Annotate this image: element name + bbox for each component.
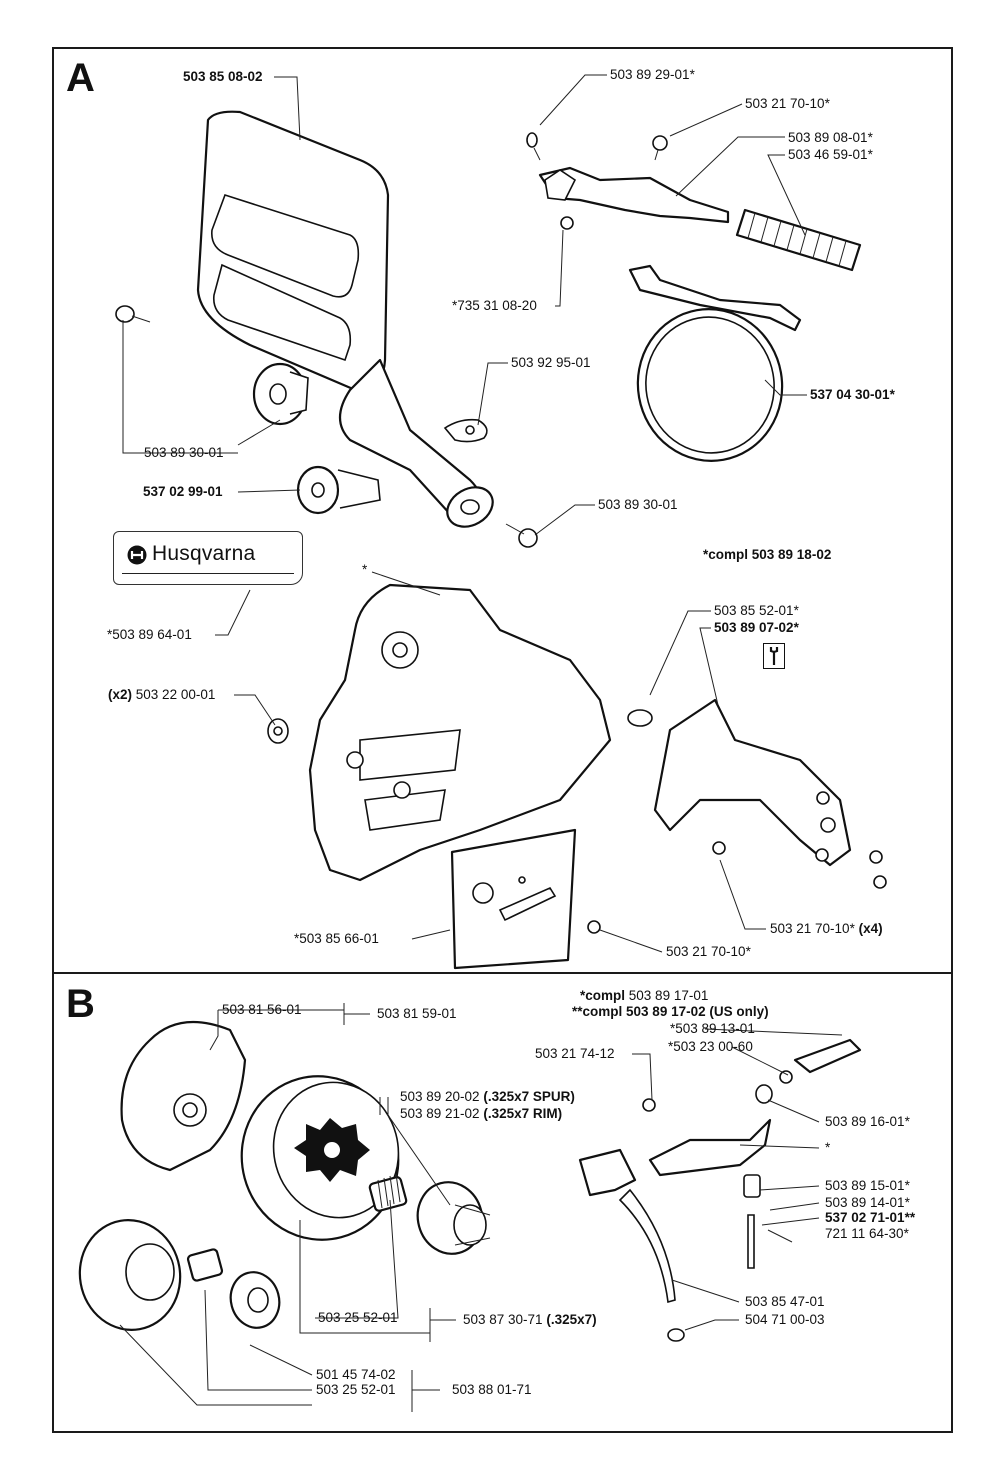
label-drum: 503 87 30-71 (.325x7) <box>463 1312 597 1327</box>
screws-a <box>115 132 668 548</box>
husqvarna-crown-icon <box>127 545 147 565</box>
label-bearing-2: 503 25 52-01 <box>316 1382 396 1397</box>
brake-band-part <box>628 264 802 462</box>
label-decal: *503 89 64-01 <box>107 627 192 642</box>
section-a-letter: A <box>66 56 95 100</box>
label-screw-left: 503 89 30-01 <box>144 445 224 460</box>
label-clutch-assy: 503 81 59-01 <box>377 1006 457 1021</box>
clutch-cover-part <box>308 583 612 882</box>
screws-x4 <box>587 791 887 934</box>
label-bearing: 503 25 52-01 <box>318 1310 398 1325</box>
wrench-icon <box>763 643 785 669</box>
logo-underline <box>122 573 294 574</box>
label-compl-1: *compl 503 89 17-01 <box>580 988 709 1003</box>
label-knob: 504 71 00-03 <box>745 1312 825 1327</box>
clutch-drum-rim-part <box>78 1219 281 1331</box>
label-cam: 537 02 99-01 <box>143 484 223 499</box>
label-rim: 503 89 21-02 (.325x7 RIM) <box>400 1106 563 1121</box>
label-compl: *compl 503 89 18-02 <box>703 547 832 562</box>
label-rim-number: 503 89 21-02 <box>400 1106 480 1121</box>
label-bush: 503 89 15-01* <box>825 1178 910 1193</box>
label-brake-lever: 503 89 08-01* <box>788 130 873 145</box>
label-band: 537 04 30-01* <box>810 387 895 402</box>
label-screw-x4-number: 503 21 70-10* <box>770 921 855 936</box>
clutch-drum-part <box>240 1075 400 1241</box>
label-compl-1-number: 503 89 17-01 <box>628 988 709 1003</box>
label-screw-top: 503 21 70-10* <box>745 96 830 111</box>
label-spur-number: 503 89 20-02 <box>400 1089 480 1104</box>
section-b-frame <box>52 972 953 1433</box>
label-pin-2: 537 02 71-01** <box>825 1210 916 1225</box>
label-star-a: * <box>362 562 368 577</box>
rim-sprocket-part <box>416 1181 491 1255</box>
brake-lever-part <box>538 166 730 224</box>
small-cover-part <box>267 698 852 867</box>
label-spring: 503 46 59-01* <box>788 147 873 162</box>
logo-brand-text: Husqvarna <box>152 542 256 565</box>
label-nut-number: 503 22 00-01 <box>135 687 216 702</box>
section-b-letter: B <box>66 982 95 1026</box>
cam-parts <box>252 362 488 515</box>
label-pin-1: 503 89 14-01* <box>825 1195 910 1210</box>
label-washer-part: 503 92 95-01 <box>511 355 591 370</box>
label-screw-x4: 503 21 70-10* (x4) <box>770 921 883 936</box>
spring-part <box>735 208 862 272</box>
hand-guard-part <box>196 110 494 528</box>
label-compl-2: **compl 503 89 17-02 (US only) <box>572 1004 769 1019</box>
label-rod: *503 89 13-01 <box>670 1021 755 1036</box>
label-spring-b: 503 89 16-01* <box>825 1114 910 1129</box>
leader-lines-b <box>119 1003 843 1412</box>
label-clutch-shoe: 503 81 56-01 <box>222 1002 302 1017</box>
label-screw-right: 503 89 30-01 <box>598 497 678 512</box>
guide-plate-part <box>450 828 577 970</box>
husqvarna-decal: Husqvarna <box>113 531 303 585</box>
oil-pump-part <box>578 1038 862 1342</box>
label-plate: *503 85 66-01 <box>294 931 379 946</box>
label-nut: (x2) 503 22 00-01 <box>108 687 216 702</box>
label-circlip: *735 31 08-20 <box>452 298 537 313</box>
label-drum-2: 503 88 01-71 <box>452 1382 532 1397</box>
leader-lines-a <box>122 74 807 953</box>
label-pin: 503 85 52-01* <box>714 603 799 618</box>
needle-bearing-part <box>368 1173 408 1212</box>
label-washer: *503 23 00-60 <box>668 1039 753 1054</box>
label-star-b: * <box>825 1140 831 1155</box>
label-drum-number: 503 87 30-71 <box>463 1312 543 1327</box>
label-spur: 503 89 20-02 (.325x7 SPUR) <box>400 1089 575 1104</box>
label-cover-part: 503 89 07-02* <box>714 620 799 635</box>
label-brake-pin: 503 89 29-01* <box>610 67 695 82</box>
label-hose: 503 85 47-01 <box>745 1294 825 1309</box>
label-screw-bottom: 503 21 70-10* <box>666 944 751 959</box>
label-roll-pin: 721 11 64-30* <box>825 1226 909 1241</box>
label-rim-sprocket: 501 45 74-02 <box>316 1367 396 1382</box>
clutch-shoes-part <box>120 1020 247 1172</box>
label-hand-guard: 503 85 08-02 <box>183 69 263 84</box>
label-screw-b: 503 21 74-12 <box>535 1046 615 1061</box>
